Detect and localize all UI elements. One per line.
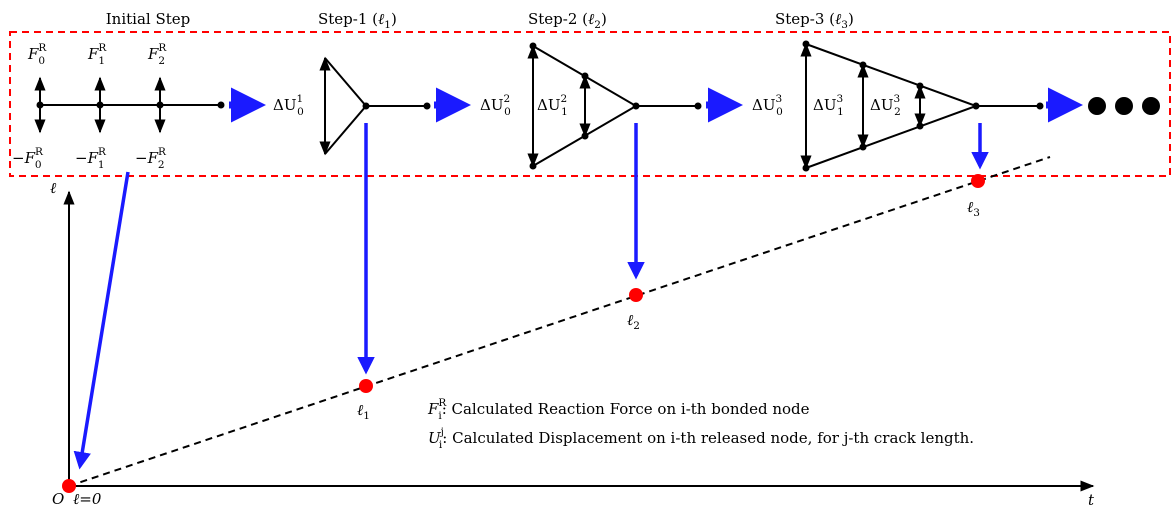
step-3-node-top-2 [916, 82, 924, 90]
initial-step-bar [34, 76, 221, 134]
steps-frame [9, 31, 1171, 177]
projection-arrow-initial [73, 171, 130, 470]
bonded-node-2 [156, 101, 164, 109]
x-axis-label: t [1088, 491, 1095, 509]
crack-length-point-1 [359, 379, 373, 393]
step-3-node-top-0 [802, 40, 810, 48]
step-1-crack [319, 56, 427, 156]
origin-label: O [52, 490, 64, 508]
crack-length-label-2: ℓ2 [627, 311, 640, 332]
step-2-node-top-1 [581, 72, 589, 80]
step-2-tip-node [632, 102, 640, 110]
step-1-end-node [423, 102, 431, 110]
crack-length-point-2 [629, 288, 643, 302]
step-1-title: Step-1 (ℓ1) [318, 10, 397, 31]
origin-value-label: ℓ=0 [73, 490, 102, 508]
step-3-node-bottom-1 [859, 143, 867, 151]
origin-point [62, 479, 76, 493]
continuation-dot-1 [1115, 97, 1133, 115]
crack-length-trend-line [68, 156, 1051, 487]
step-3-title: Step-3 (ℓ3) [775, 10, 854, 31]
crack-length-point-3 [971, 174, 985, 188]
step-3-tip-node [972, 102, 980, 110]
step-3-node-bottom-2 [916, 122, 924, 130]
crack-length-label-3: ℓ3 [967, 198, 980, 219]
continuation-dot-0 [1088, 97, 1106, 115]
step-2-end-node [694, 102, 702, 110]
bonded-node-1 [96, 101, 104, 109]
step-1-tip-node [362, 102, 370, 110]
y-axis-label: ℓ [50, 179, 56, 197]
step-3-node-bottom-0 [802, 164, 810, 172]
continuation-dot-2 [1142, 97, 1160, 115]
step-3-node-top-1 [859, 61, 867, 69]
bonded-node-0 [36, 101, 44, 109]
crack-length-label-1: ℓ1 [357, 401, 370, 422]
step-2-node-bottom-1 [581, 132, 589, 140]
step-2-node-bottom-0 [529, 162, 537, 170]
step-3-end-node [1036, 102, 1044, 110]
step-2-node-top-0 [529, 42, 537, 50]
step-2-title: Step-2 (ℓ2) [528, 10, 607, 31]
initial-step-title: Initial Step [106, 10, 191, 28]
bar-end-node [217, 101, 225, 109]
